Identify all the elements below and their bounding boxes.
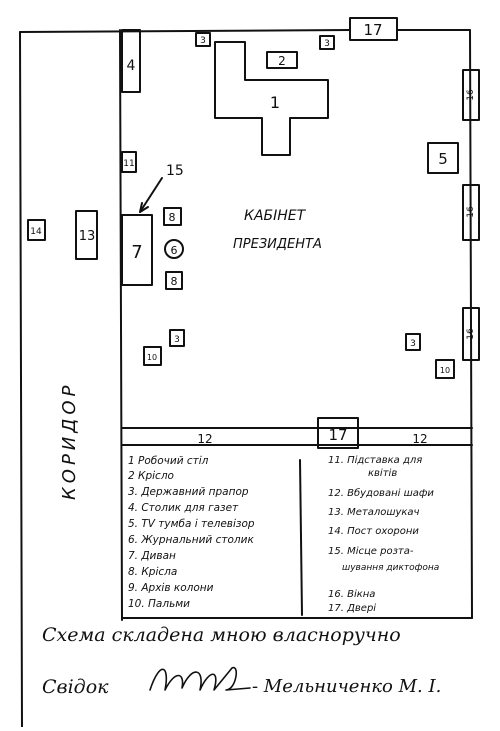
legend-item: 16. Вікна [328, 589, 376, 600]
chair-number: 2 [278, 54, 286, 68]
svg-text:13: 13 [79, 229, 96, 244]
legend-item: 7. Диван [128, 550, 176, 562]
legend-item: 9. Архів колони [128, 582, 214, 594]
flag-top-left: 3 [195, 32, 211, 47]
legend-item: 13. Металошукач [328, 507, 420, 518]
door-top-number: 17 [363, 21, 382, 39]
tv-stand: 5 [427, 142, 459, 174]
legend-item: 12. Вбудовані шафи [328, 488, 434, 499]
svg-text:8: 8 [169, 211, 176, 224]
dictaphone-location: 15 [139, 163, 184, 213]
wardrobe-left-number: 12 [197, 432, 212, 446]
coffee-table: 6 [164, 239, 184, 259]
svg-text:3: 3 [200, 36, 206, 46]
metal-detector: 13 [75, 210, 98, 260]
witness-name: - Мельниченко М. І. [252, 676, 442, 697]
sofa-number: 7 [131, 242, 142, 263]
legend-item: 14. Пост охорони [328, 526, 419, 537]
work-desk: 1 [214, 41, 329, 156]
room-title-line-2: ПРЕЗИДЕНТА [233, 237, 322, 252]
svg-text:3: 3 [410, 339, 416, 349]
armchair-top: 8 [163, 207, 182, 226]
corridor-label: КОРИДОР [59, 382, 80, 500]
flag-top-right: 3 [319, 35, 335, 50]
svg-text:10: 10 [440, 366, 450, 375]
flower-stand: 11 [121, 151, 137, 173]
window-2: 16 [462, 184, 480, 241]
window-3: 16 [462, 307, 480, 361]
legend-item: 11. Підставка для [328, 455, 423, 466]
svg-text:16: 16 [466, 89, 476, 101]
newspaper-table: 4 [121, 29, 141, 93]
legend-item: 15. Місце розта- [328, 546, 414, 557]
legend-item: шування диктофона [342, 563, 440, 573]
door-bottom-number: 17 [328, 426, 347, 444]
witness-signature [149, 666, 251, 691]
tv-stand-number: 5 [438, 150, 448, 168]
sofa: 7 [121, 214, 153, 286]
svg-text:3: 3 [174, 335, 180, 345]
door-top: 17 [349, 17, 398, 41]
flag-right-bottom: 3 [405, 333, 421, 351]
palm-right: 10 [435, 359, 455, 379]
flag-left-bottom: 3 [169, 329, 185, 347]
armchair-bottom: 8 [165, 271, 183, 290]
legend-item: 17. Двері [328, 603, 377, 614]
caption-line: Схема складена мною власноручно [42, 624, 401, 646]
wardrobe-right-number: 12 [412, 432, 427, 446]
svg-text:8: 8 [171, 275, 178, 288]
legend-item: 6. Журнальний столик [128, 534, 254, 546]
window-1: 16 [462, 69, 480, 121]
legend-item: 4. Столик для газет [128, 502, 239, 514]
palm-left: 10 [143, 346, 162, 366]
newspaper-table-number: 4 [127, 58, 136, 74]
legend-item: 5. TV тумба і телевізор [128, 518, 255, 530]
legend-item: 8. Крісла [128, 566, 178, 578]
work-desk-number: 1 [270, 93, 280, 112]
office-walls [19, 29, 473, 729]
legend-item: 10. Пальми [128, 598, 191, 610]
witness-label: Свідок [42, 676, 109, 698]
guard-post: 14 [27, 219, 46, 241]
svg-text:14: 14 [30, 227, 42, 237]
svg-text:16: 16 [466, 206, 476, 218]
legend-item: 2 Крісло [128, 470, 174, 482]
door-bottom: 17 [317, 417, 359, 449]
svg-text:10: 10 [147, 353, 157, 362]
legend-item: квітів [368, 468, 398, 479]
legend-item: 3. Державний прапор [128, 486, 249, 498]
svg-text:3: 3 [324, 39, 330, 49]
coffee-table-number: 6 [171, 244, 178, 257]
svg-text:11: 11 [123, 159, 134, 169]
chair-2: 2 [266, 51, 298, 69]
legend-item: 1 Робочий стіл [128, 455, 209, 467]
room-title-line-1: КАБІНЕТ [244, 208, 307, 224]
svg-text:15: 15 [166, 163, 184, 179]
svg-text:16: 16 [466, 328, 476, 340]
